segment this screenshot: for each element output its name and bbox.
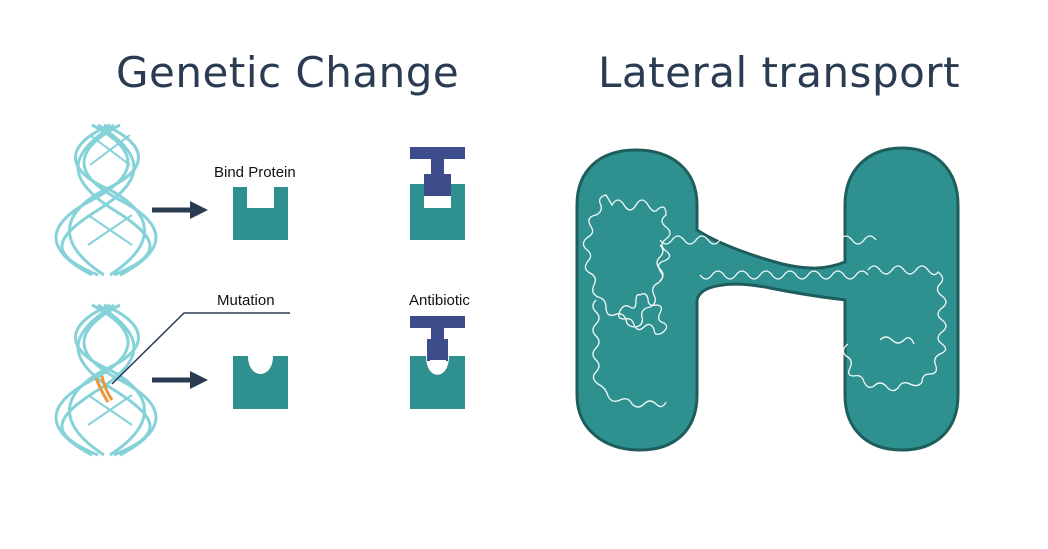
protein-block-mutated-icon: [233, 356, 288, 409]
label-bind-protein: Bind Protein: [214, 164, 296, 181]
mutation-pointer-line: [112, 313, 290, 384]
protein-block-normal-icon: [233, 187, 288, 240]
label-antibiotic: Antibiotic: [409, 292, 470, 309]
label-mutation: Mutation: [217, 292, 275, 309]
dna-strand-normal-icon: [56, 125, 156, 275]
title-lateral-transport: Lateral transport: [598, 48, 960, 97]
arrow-right-icon-bottom: [152, 371, 208, 389]
bacteria-conjugation-icon: [577, 148, 958, 450]
antibiotic-unbound-icon: [410, 316, 465, 409]
arrow-right-icon-top: [152, 201, 208, 219]
antibiotic-bound-icon: [410, 147, 465, 240]
title-genetic-change: Genetic Change: [116, 48, 459, 97]
dna-strand-mutated-icon: [56, 305, 156, 455]
